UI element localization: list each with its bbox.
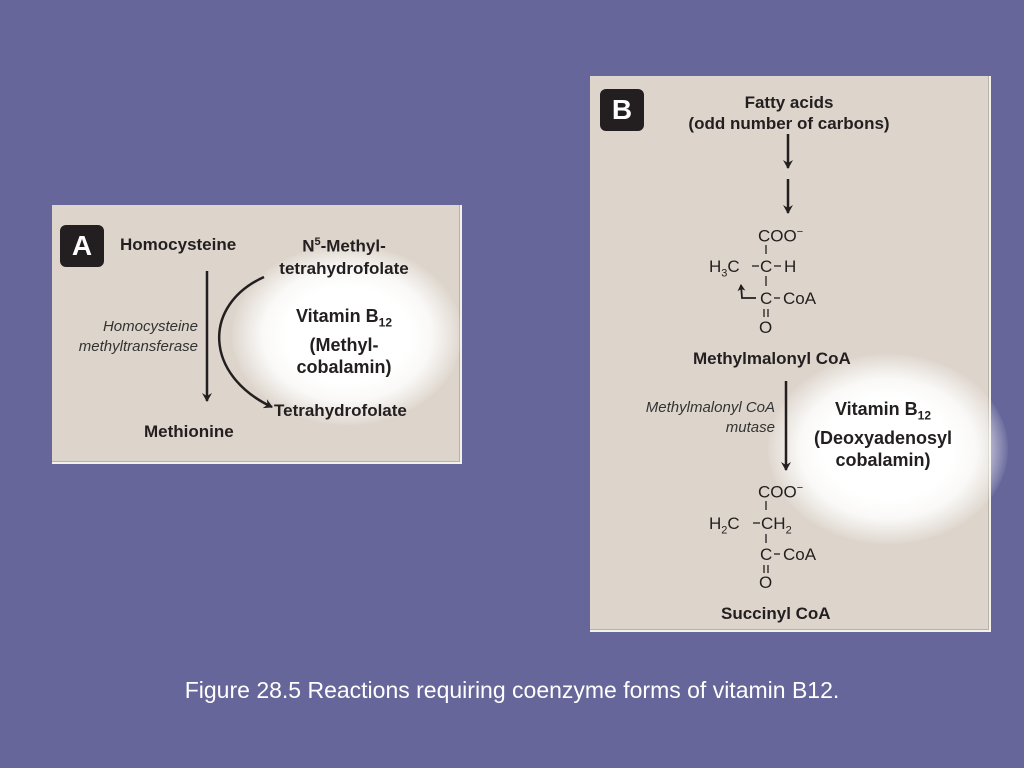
n5-methyl-prefix: N bbox=[302, 236, 315, 256]
vitamin-glow bbox=[232, 245, 462, 425]
panel-a: A Homocysteine N5-Methyl- tetrahydrofola… bbox=[52, 205, 462, 464]
succinyl-coa-label: Succinyl CoA bbox=[721, 604, 831, 623]
methionine-label: Methionine bbox=[144, 422, 234, 441]
vitamin-b-prefix: Vitamin B bbox=[834, 399, 918, 419]
panel-a-arrows bbox=[202, 271, 273, 409]
enzyme-line2: methyltransferase bbox=[78, 338, 198, 355]
n5-superscript: 5 bbox=[314, 236, 321, 248]
cofactor-line2: cobalamin) bbox=[296, 356, 392, 377]
mutase-line1: Methylmalonyl CoA bbox=[645, 399, 775, 416]
vitamin-b12-deoxyadenosylcobalamin: Vitamin B12 (Deoxyadenosyl cobalamin) bbox=[793, 398, 973, 471]
methyl-thf-to-thf-arrow bbox=[217, 275, 273, 409]
mm-coa: CoA bbox=[783, 289, 817, 308]
sc-coa: CoA bbox=[783, 545, 817, 564]
rearrangement-arrow bbox=[737, 284, 756, 299]
vitamin-b-subscript: 12 bbox=[917, 408, 932, 423]
homocysteine-label: Homocysteine bbox=[120, 235, 237, 254]
n5-methyl-line2: tetrahydrofolate bbox=[279, 258, 409, 278]
vitamin-b12-methylcobalamin: Vitamin B12 (Methyl- cobalamin) bbox=[264, 305, 424, 378]
n5-methyl-suffix: -Methyl- bbox=[320, 236, 386, 256]
vitamin-glow-b bbox=[768, 354, 1008, 544]
methylmalonyl-coa-label: Methylmalonyl CoA bbox=[693, 349, 851, 368]
mm-c-coa: C bbox=[760, 289, 773, 308]
figure-caption: Figure 28.5 Reactions requiring coenzyme… bbox=[184, 677, 840, 703]
sc-ch2: CH2 bbox=[761, 514, 792, 537]
mm-center-c: C bbox=[760, 257, 773, 276]
mm-h: H bbox=[784, 257, 797, 276]
fatty-acids-label: Fatty acids (odd number of carbons) bbox=[650, 92, 928, 134]
mutase-line2: mutase bbox=[725, 419, 775, 436]
n5-methyl-thf-label: N5-Methyl- tetrahydrofolate bbox=[264, 231, 424, 280]
methylmalonyl-coa-mutase-label: Methylmalonyl CoA mutase bbox=[646, 398, 775, 438]
cofactor-line1: (Methyl- bbox=[309, 334, 379, 355]
succinyl-bonds bbox=[753, 501, 780, 573]
sc-coo: COO− bbox=[758, 482, 804, 502]
mm-o: O bbox=[759, 318, 773, 337]
vitamin-subscript: 12 bbox=[378, 315, 393, 330]
cofactor-b-line2: cobalamin) bbox=[835, 449, 931, 470]
homocysteine-methyltransferase-label: Homocysteine methyltransferase bbox=[79, 317, 198, 357]
panel-b-arrows bbox=[737, 134, 793, 573]
panel-b-badge: B bbox=[600, 89, 644, 131]
mm-coo: COO− bbox=[758, 226, 804, 246]
panel-b: B Fatty acids (odd number of carbons) CO… bbox=[590, 76, 1008, 632]
substrate-line2: (odd number of carbons) bbox=[688, 114, 890, 133]
panel-a-badge: A bbox=[60, 225, 104, 267]
vitamin-prefix: Vitamin B bbox=[295, 306, 379, 326]
tetrahydrofolate-label: Tetrahydrofolate bbox=[274, 401, 407, 420]
sc-c-coa: C bbox=[760, 545, 773, 564]
sc-o: O bbox=[759, 573, 773, 592]
enzyme-line1: Homocysteine bbox=[102, 318, 198, 335]
mm-h3c: H3C bbox=[709, 257, 740, 280]
substrate-line1: Fatty acids bbox=[744, 93, 834, 112]
sc-h2c: H2C bbox=[709, 514, 740, 537]
cofactor-b-line1: (Deoxyadenosyl bbox=[813, 427, 953, 448]
methylmalonyl-bonds bbox=[752, 245, 781, 317]
